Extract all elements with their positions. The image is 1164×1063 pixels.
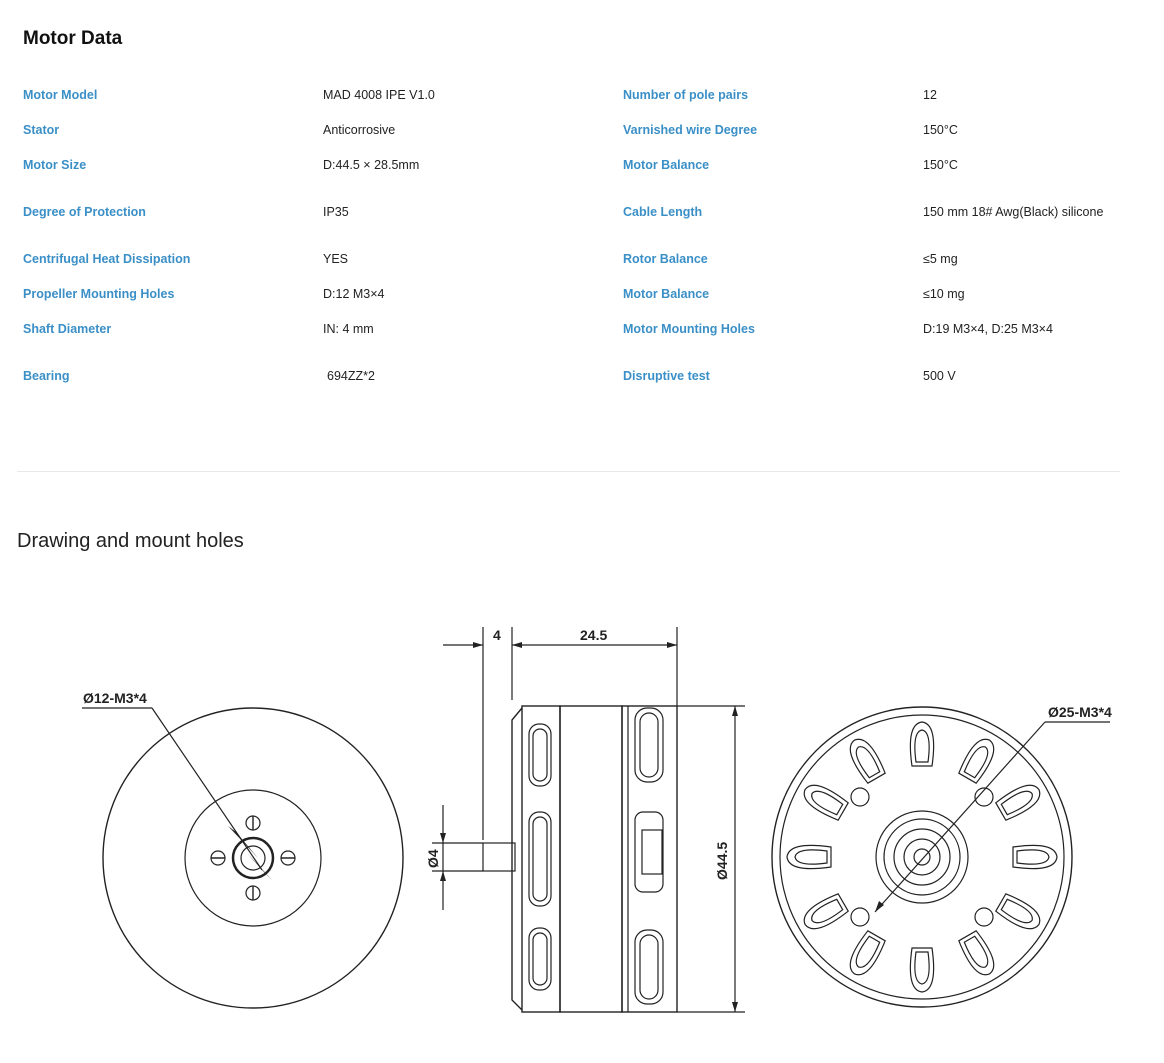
dim-body-diameter: Ø44.5: [714, 842, 730, 880]
spec-label: Propeller Mounting Holes: [23, 287, 175, 301]
spec-value: D:12 M3×4: [323, 287, 385, 301]
spec-label: Motor Mounting Holes: [623, 322, 755, 336]
spec-label: Centrifugal Heat Dissipation: [23, 252, 191, 266]
section-divider: [17, 471, 1120, 472]
spec-label: Shaft Diameter: [23, 322, 112, 336]
spec-value: MAD 4008 IPE V1.0: [323, 88, 435, 102]
rear-view: Ø25-M3*4: [771, 704, 1112, 1008]
spec-value: D:19 M3×4, D:25 M3×4: [923, 322, 1053, 336]
motor-technical-drawing: Ø12-M3*4 4 24.5 Ø4: [82, 627, 1112, 1013]
dim-shaft-diameter: Ø4: [425, 849, 441, 868]
spec-value: D:44.5 × 28.5mm: [323, 158, 420, 172]
spec-value: ≤5 mg: [923, 252, 958, 266]
spec-value: 694ZZ*2: [327, 369, 375, 383]
spec-label: Motor Balance: [623, 158, 710, 172]
spec-label: Rotor Balance: [623, 252, 708, 266]
dim-body-length: 24.5: [580, 627, 607, 643]
rear-hole-callout: Ø25-M3*4: [1048, 704, 1112, 720]
spec-value: 12: [923, 88, 937, 102]
spec-value: IP35: [323, 205, 349, 219]
spec-label: Motor Model: [23, 88, 98, 102]
spec-label: Disruptive test: [623, 369, 710, 383]
spec-value: Anticorrosive: [323, 123, 396, 137]
spec-label: Degree of Protection: [23, 205, 146, 219]
spec-value: 150°C: [923, 158, 958, 172]
spec-value: 500 V: [923, 369, 956, 383]
spec-value: 150°C: [923, 123, 958, 137]
spec-value: 150 mm 18# Awg(Black) silicone: [923, 205, 1104, 219]
drawing-heading: Drawing and mount holes: [17, 530, 244, 552]
spec-value: YES: [323, 252, 349, 266]
spec-value: IN: 4 mm: [323, 322, 374, 336]
spec-value: ≤10 mg: [923, 287, 965, 301]
spec-label: Motor Size: [23, 158, 87, 172]
spec-label: Cable Length: [623, 205, 703, 219]
spec-label: Number of pole pairs: [623, 88, 749, 102]
spec-label: Bearing: [23, 369, 70, 383]
side-view: 4 24.5 Ø4 Ø44.5: [425, 627, 745, 1013]
spec-label: Varnished wire Degree: [623, 123, 758, 137]
dim-shaft-length: 4: [493, 627, 501, 643]
front-hole-callout: Ø12-M3*4: [83, 690, 147, 706]
spec-label: Stator: [23, 123, 60, 137]
motor-data-heading: Motor Data: [23, 28, 123, 49]
front-view: Ø12-M3*4: [82, 690, 404, 1009]
spec-label: Motor Balance: [623, 287, 710, 301]
